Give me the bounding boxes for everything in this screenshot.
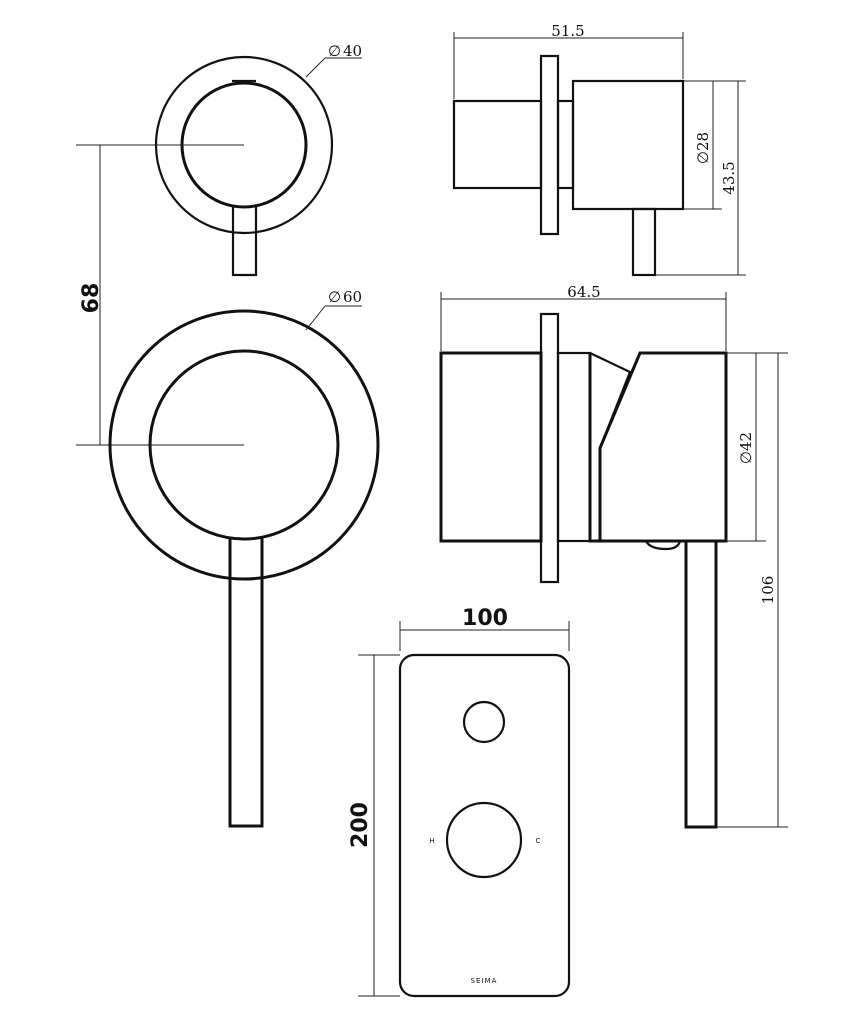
center-distance-label: 68 <box>79 283 104 314</box>
large-lever-side <box>684 539 718 829</box>
large-height-label: 106 <box>759 576 777 605</box>
small-inner-diameter-label: ∅28 <box>694 132 712 164</box>
large-inner-diameter-label: ∅42 <box>737 432 755 464</box>
small-lever-side <box>631 207 657 277</box>
small-lever-handle <box>231 207 258 277</box>
small-diameter-leader <box>305 57 326 78</box>
large-lever-pivot <box>645 540 682 551</box>
hot-label: H <box>429 837 434 845</box>
large-diameter-label: 60 <box>343 288 362 306</box>
small-rear-body <box>452 99 543 190</box>
large-lever-handle <box>228 538 264 828</box>
small-plate-edge <box>539 54 560 236</box>
large-collar <box>556 351 592 543</box>
large-mixer-side-view: 64.5 ∅42 106 <box>439 283 788 829</box>
small-handle-body-side <box>571 79 685 211</box>
cold-label: C <box>536 837 541 845</box>
brand-logo-text: SEIMA <box>471 977 498 985</box>
center-distance-dimension: 68 <box>76 144 244 446</box>
small-diameter-symbol: ∅ <box>328 42 341 60</box>
diverter-button <box>462 700 506 744</box>
small-mixer-side-view: 51.5 ∅28 43.5 <box>452 22 746 277</box>
small-height-label: 43.5 <box>720 161 738 194</box>
small-diameter-label: 40 <box>343 42 362 60</box>
plate-width-label: 100 <box>462 606 508 631</box>
large-handle-chamfer <box>589 352 632 449</box>
small-width-label: 51.5 <box>551 22 584 40</box>
large-plate-edge <box>539 312 560 584</box>
large-mixer-front-view: ∅ 60 <box>108 288 380 828</box>
large-handle-body-outline <box>148 349 340 541</box>
large-rear-body <box>439 351 543 543</box>
large-backplate-outline <box>108 309 380 581</box>
cover-plate-outline <box>398 653 571 998</box>
plate-height-label: 200 <box>348 802 373 848</box>
large-diameter-leader <box>305 305 326 331</box>
large-handle-body-side <box>588 351 728 543</box>
large-diameter-symbol: ∅ <box>328 288 341 306</box>
small-mixer-front-view: ∅ 40 <box>154 42 362 277</box>
cover-plate-view: H C SEIMA 100 200 <box>348 606 571 998</box>
large-width-label: 64.5 <box>567 283 600 301</box>
mixer-handle-hole <box>445 801 523 879</box>
small-collar <box>556 99 575 190</box>
